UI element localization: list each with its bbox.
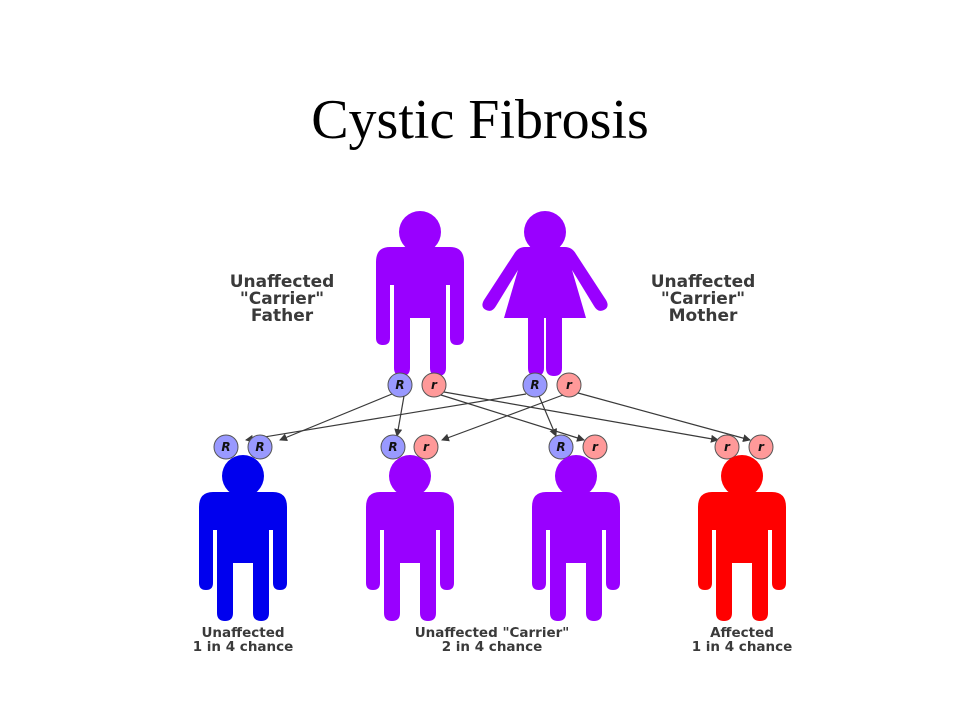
- child3-figure: [532, 455, 620, 621]
- svg-text:r: r: [724, 440, 731, 454]
- arrow-father-R-to-child1: [279, 393, 393, 442]
- inheritance-arrows: [245, 391, 751, 443]
- mother-label-line2: "Carrier": [661, 289, 745, 309]
- arrow-father-r-to-child3: [440, 394, 585, 442]
- father-label-line3: Father: [251, 306, 314, 326]
- svg-text:R: R: [255, 440, 264, 454]
- arrow-mother-R-to-child3: [538, 395, 557, 437]
- caption-carrier-line1: Unaffected "Carrier": [415, 625, 570, 641]
- arrow-father-R-to-child2: [394, 395, 405, 437]
- mother-label-line1: Unaffected: [651, 272, 756, 292]
- father-label-line2: "Carrier": [240, 289, 324, 309]
- caption-unaffected-line2: 1 in 4 chance: [193, 639, 294, 655]
- svg-text:r: r: [423, 440, 430, 454]
- svg-text:r: r: [431, 378, 438, 392]
- svg-text:R: R: [395, 378, 404, 392]
- svg-text:r: r: [566, 378, 573, 392]
- arrow-mother-r-to-child2: [441, 394, 564, 442]
- father-label-line1: Unaffected: [230, 272, 335, 292]
- child1-alleles: R R: [213, 434, 273, 460]
- father-allele-2: r: [421, 372, 447, 398]
- mother-label-line3: Mother: [669, 306, 738, 326]
- svg-text:r: r: [592, 440, 599, 454]
- father-figure: [376, 211, 464, 376]
- mother-figure: [482, 211, 608, 376]
- caption-affected-line1: Affected: [710, 625, 774, 641]
- child4-alleles: r r: [714, 434, 774, 460]
- arrow-mother-R-to-child1: [245, 393, 527, 443]
- svg-text:R: R: [556, 440, 565, 454]
- svg-text:R: R: [530, 378, 539, 392]
- child1-figure: [199, 455, 287, 621]
- child2-alleles: R r: [380, 434, 439, 460]
- mother-allele-1: R: [522, 372, 548, 398]
- arrow-mother-r-to-child4: [577, 392, 751, 443]
- mother-allele-2: r: [556, 372, 582, 398]
- child2-figure: [366, 455, 454, 621]
- svg-text:R: R: [388, 440, 397, 454]
- caption-carrier-line2: 2 in 4 chance: [442, 639, 543, 655]
- svg-text:r: r: [758, 440, 765, 454]
- page-title: Cystic Fibrosis: [311, 89, 649, 151]
- caption-unaffected-line1: Unaffected: [201, 625, 284, 641]
- svg-text:R: R: [221, 440, 230, 454]
- father-allele-1: R: [387, 372, 413, 398]
- arrow-father-r-to-child4: [443, 391, 719, 443]
- child4-figure: [698, 455, 786, 621]
- caption-affected-line2: 1 in 4 chance: [692, 639, 793, 655]
- child3-alleles: R r: [548, 434, 608, 460]
